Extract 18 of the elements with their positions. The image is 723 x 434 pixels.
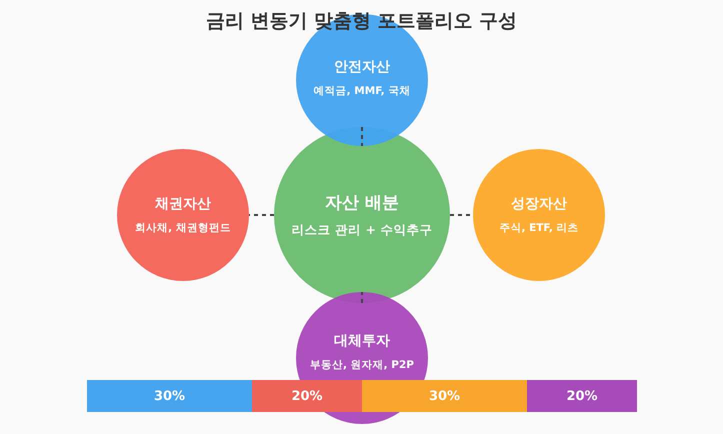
circle-heading: 채권자산	[155, 195, 211, 213]
circle-description: 부동산, 원자재, P2P	[310, 358, 414, 372]
circle-description: 회사채, 채권형펀드	[135, 221, 231, 235]
circle-heading: 자산 배분	[325, 192, 399, 214]
dashed-connector	[361, 127, 363, 146]
circle-description: 예적금, MMF, 국채	[314, 84, 410, 98]
allocation-bar-segment: 30%	[362, 380, 527, 412]
allocation-bar-segment: 30%	[87, 380, 252, 412]
allocation-bar-segment: 20%	[252, 380, 362, 412]
circle-description: 주식, ETF, 리츠	[499, 221, 579, 235]
dashed-connector	[249, 214, 274, 216]
dashed-connector	[361, 292, 363, 303]
circle-description: 리스크 관리 + 수익추구	[292, 222, 432, 239]
circle-heading: 안전자산	[334, 58, 390, 76]
circle-heading: 대체투자	[334, 332, 390, 350]
circle-heading: 성장자산	[511, 195, 567, 213]
allocation-bar-segment: 20%	[527, 380, 637, 412]
dashed-connector	[450, 214, 473, 216]
